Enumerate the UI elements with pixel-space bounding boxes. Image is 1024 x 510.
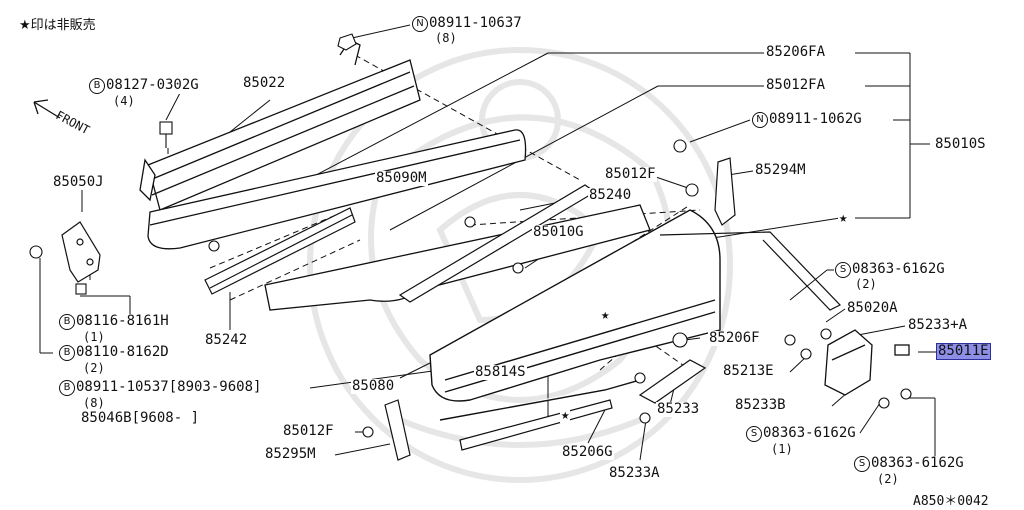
callout-85090m[interactable]: 85090M xyxy=(375,170,428,186)
s-prefix-icon: S xyxy=(746,426,762,442)
part-code: 08110-8162D xyxy=(76,344,169,360)
callout-85233a[interactable]: 85233A xyxy=(608,465,661,481)
callout-85206g[interactable]: 85206G xyxy=(561,444,614,460)
b-prefix-icon: B xyxy=(89,78,105,94)
callout-85022[interactable]: 85022 xyxy=(242,75,287,91)
figure-code: A850＊0042 xyxy=(912,494,990,509)
qty-08116-8161h: (1) xyxy=(82,330,106,345)
bracket-85233 xyxy=(638,359,707,404)
qty-08911-10637: (8) xyxy=(434,31,458,46)
callout-85012f-lower[interactable]: 85012F xyxy=(282,423,335,439)
side-bracket-85294m xyxy=(714,157,736,226)
part-code: 08911-10537[8903-9608] xyxy=(76,379,262,395)
s-prefix-icon: S xyxy=(835,262,851,278)
part-code: 08363-6162G xyxy=(871,455,964,471)
callout-85242[interactable]: 85242 xyxy=(204,332,249,348)
front-arrow-icon xyxy=(33,99,61,119)
star-marker: ★ xyxy=(560,407,571,423)
callout-85240[interactable]: 85240 xyxy=(588,187,633,203)
energy-absorber-85090m xyxy=(147,129,527,250)
n-prefix-icon: N xyxy=(412,16,428,32)
star-marker: ★ xyxy=(600,307,611,323)
callout-85206f[interactable]: 85206F xyxy=(708,330,761,346)
fasteners xyxy=(29,33,912,438)
callout-85012f-upper[interactable]: 85012F xyxy=(604,166,657,182)
callout-85020a[interactable]: 85020A xyxy=(846,300,899,316)
side-molding-85206f xyxy=(659,231,841,311)
callout-85046b[interactable]: 85046B[9608- ] xyxy=(80,410,201,426)
star-marker: ★ xyxy=(838,210,849,226)
callout-85010s[interactable]: 85010S xyxy=(934,136,987,152)
qty-08363-bottom: (2) xyxy=(876,472,900,487)
qty-08911-10537: (8) xyxy=(82,396,106,411)
callout-85814s[interactable]: 85814S xyxy=(474,364,527,380)
part-code: 08363-6162G xyxy=(852,261,945,277)
part-code: 08127-0302G xyxy=(106,77,199,93)
part-code: 08911-10637 xyxy=(429,15,522,31)
reinforcement-85022 xyxy=(139,39,421,211)
callout-85294m[interactable]: 85294M xyxy=(754,162,807,178)
callout-85213e[interactable]: 85213E xyxy=(722,363,775,379)
qty-08110-8162d: (2) xyxy=(82,361,106,376)
part-code: 08116-8161H xyxy=(76,313,169,329)
callout-85206fa[interactable]: 85206FA xyxy=(765,44,827,60)
star-note: ★印は非販売 xyxy=(18,18,97,33)
qty-08363-mid: (1) xyxy=(770,442,794,457)
part-code: 08363-6162G xyxy=(763,425,856,441)
callout-85295m[interactable]: 85295M xyxy=(264,446,317,462)
b-prefix-icon: B xyxy=(59,345,75,361)
qty-08127-0302g: (4) xyxy=(112,94,136,109)
s-prefix-icon: S xyxy=(854,456,870,472)
bracket-85011e xyxy=(824,329,910,396)
callout-85233[interactable]: 85233 xyxy=(656,401,701,417)
b-prefix-icon: B xyxy=(59,314,75,330)
callout-85011e[interactable]: 85011E xyxy=(936,343,991,360)
bracket-85050j xyxy=(61,221,101,283)
stay-85242 xyxy=(204,207,356,295)
callout-85233-plus-a[interactable]: 85233+A xyxy=(907,317,969,333)
n-prefix-icon: N xyxy=(752,112,768,128)
b-prefix-icon: B xyxy=(59,380,75,396)
part-code: 08911-1062G xyxy=(769,111,862,127)
callout-85050j[interactable]: 85050J xyxy=(52,174,105,190)
side-bracket-85295m xyxy=(384,399,411,461)
callout-85012fa[interactable]: 85012FA xyxy=(765,77,827,93)
callout-85233b[interactable]: 85233B xyxy=(734,397,787,413)
qty-08363-top: (2) xyxy=(854,277,878,292)
callout-85010g[interactable]: 85010G xyxy=(532,224,585,240)
callout-85080[interactable]: 85080 xyxy=(351,378,396,394)
